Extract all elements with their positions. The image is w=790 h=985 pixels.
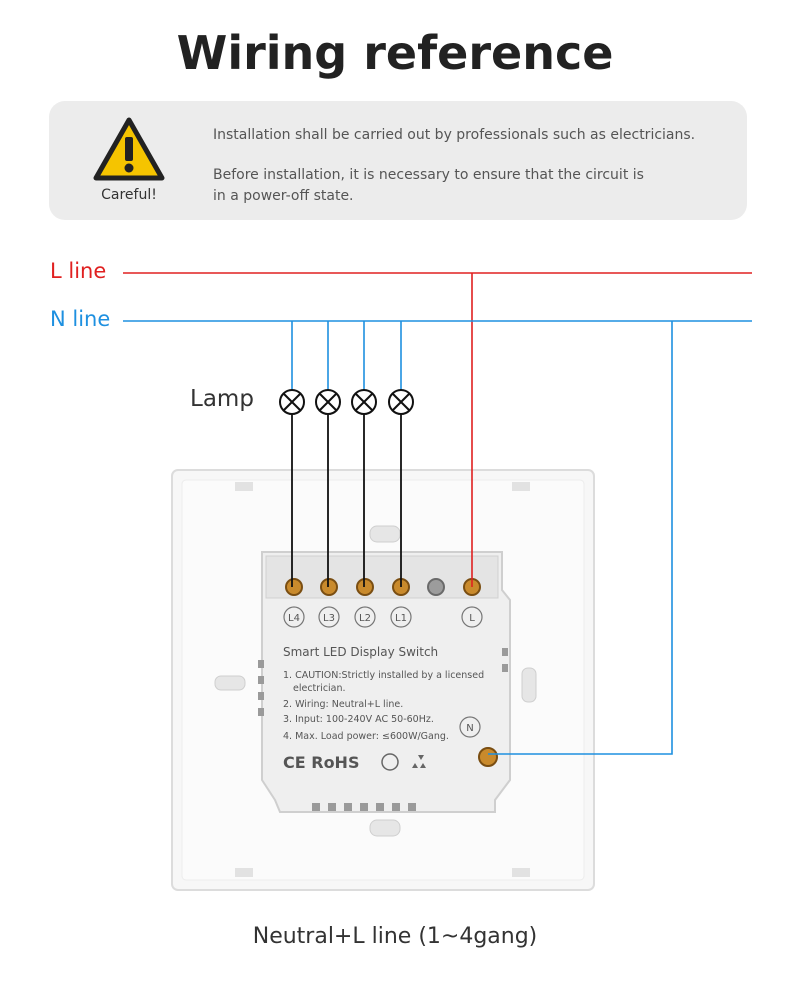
terminal-label-l: L (469, 613, 475, 624)
notice-line-2: Before installation, it is necessary to … (213, 167, 644, 204)
switch-module (261, 551, 511, 813)
terminal-label-l4: L4 (288, 613, 300, 624)
module-title: Smart LED Display Switch (283, 645, 438, 659)
lamp-label: Lamp (190, 386, 254, 412)
l-line-label: L line (50, 259, 107, 283)
lamp-neutral-wires (291, 321, 402, 390)
module-note-2: electrician. (293, 683, 346, 694)
certification-marks: CE RoHS (283, 753, 359, 772)
module-note-4: 3. Input: 100-240V AC 50-60Hz. (283, 714, 434, 725)
page-title: Wiring reference (176, 26, 614, 80)
module-note-3: 2. Wiring: Neutral+L line. (283, 699, 403, 710)
n-terminal-wire (488, 321, 673, 755)
terminal-label-l3: L3 (323, 613, 335, 624)
terminal-label-l2: L2 (359, 613, 371, 624)
notice-line-1: Installation shall be carried out by pro… (213, 127, 696, 143)
warning-triangle-icon (93, 117, 165, 181)
lamp-load-wires (291, 414, 402, 587)
terminal-label-n: N (466, 723, 473, 734)
n-line-label: N line (50, 307, 111, 331)
caution-notice: Careful! Installation shall be carried o… (49, 101, 747, 220)
diagram-caption: Neutral+L line (1~4gang) (252, 924, 538, 949)
lamp-icon (388, 389, 414, 415)
recycle-icon (412, 755, 426, 768)
module-note-1: 1. CAUTION:Strictly installed by a licen… (283, 670, 484, 681)
module-note-5: 4. Max. Load power: ≤600W/Gang. (283, 731, 449, 742)
lamp-icon (351, 389, 377, 415)
lamp-icon (315, 389, 341, 415)
careful-label: Careful! (101, 187, 157, 203)
terminal-label-l1: L1 (395, 613, 407, 624)
terminal-screws (285, 578, 498, 767)
lamp-icon (279, 389, 305, 415)
ten-year-icon (381, 753, 399, 771)
